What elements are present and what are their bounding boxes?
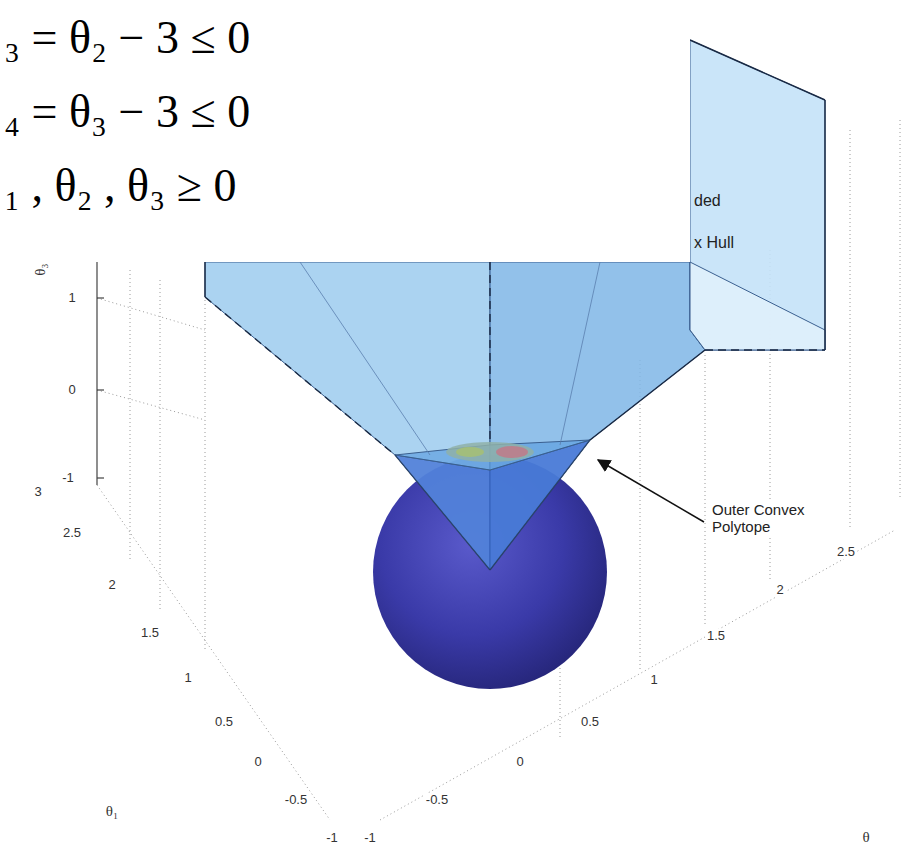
tick-label: 0 [514,755,525,770]
axis-label: θ₁ [104,803,120,820]
axis-label: θ₃ [31,262,48,278]
tick-label: 2.5 [61,526,83,541]
axis-lines [97,255,104,485]
tick-label: 1 [66,291,77,306]
tick-label: 1 [182,671,193,686]
tick-label: -1 [362,831,378,846]
callout-label: Outer Convex Polytope [710,500,832,537]
tick-label: 0.5 [579,715,601,730]
constraint-equation: ₁ , θ₂ , θ₃ ≥ 0 [4,160,236,213]
tick-label: 2 [774,583,785,598]
tick-label: 0 [66,383,77,398]
tick-label: 1 [648,673,659,688]
tick-label: -0.5 [424,793,450,808]
hull-label: ded [694,192,721,210]
axis-label: θ [860,829,871,846]
tick-label: -0.5 [283,793,309,808]
tick-label: 3 [32,485,43,500]
constraint-equation: ₄ = θ₃ − 3 ≤ 0 [4,86,250,139]
constraint-equation: ₃ = θ₂ − 3 ≤ 0 [4,12,250,65]
tick-label: 1.5 [139,626,161,641]
tick-label: -1 [60,471,76,486]
tick-label: 0 [252,755,263,770]
tick-label: 0.5 [213,715,235,730]
outer-polytope-patch [446,442,534,462]
hull-label: x Hull [694,234,734,252]
tick-label: -1 [324,831,340,846]
equation-box [0,0,690,262]
tick-label: 2 [106,578,117,593]
callout-arrow [598,460,704,522]
tick-label: 2.5 [835,545,857,560]
tick-label: 1.5 [705,629,727,644]
